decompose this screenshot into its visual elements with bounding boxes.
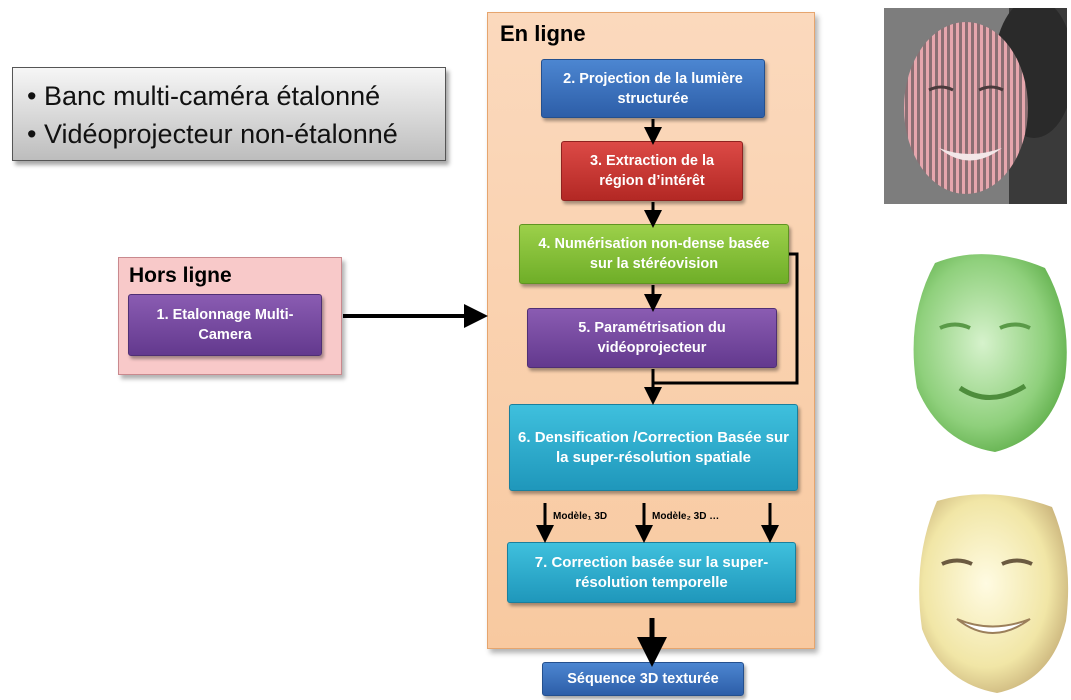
info-bullet-1: • Banc multi-caméra étalonné xyxy=(27,81,381,111)
arrow-4-bypass xyxy=(653,252,799,385)
face-mesh-drawing xyxy=(913,254,1067,452)
offline-box: Hors ligne 1. Etalonnage Multi-Camera xyxy=(118,257,342,375)
model-2-label: Modèle₂ 3D … xyxy=(652,511,720,522)
model-1-label: Modèle₁ 3D xyxy=(553,511,608,522)
face-textured-drawing xyxy=(919,494,1069,693)
info-box: • Banc multi-caméra étalonné • Vidéoproj… xyxy=(12,67,446,161)
step-1-calibration: 1. Etalonnage Multi-Camera xyxy=(128,294,322,356)
step-2-projection: 2. Projection de la lumière structurée xyxy=(541,59,765,118)
face-photo-structured-light-image xyxy=(884,8,1067,204)
output-sequence-3d: Séquence 3D texturée xyxy=(542,662,744,696)
step-5-parametrisation: 5. Paramétrisation du vidéoprojecteur xyxy=(527,308,777,368)
step-3-extraction: 3. Extraction de la région d’intérêt xyxy=(561,141,743,201)
step-7-temporal-correction: 7. Correction basée sur la super-résolut… xyxy=(507,542,796,603)
info-bullet-2-text: Vidéoprojecteur non-étalonné xyxy=(43,119,398,149)
offline-title: Hors ligne xyxy=(129,264,232,287)
info-bullet-1-text: Banc multi-caméra étalonné xyxy=(43,81,381,111)
info-bullet-2: • Vidéoprojecteur non-étalonné xyxy=(27,119,398,149)
face-photo-drawing xyxy=(884,8,1067,204)
online-title: En ligne xyxy=(500,21,586,46)
face-mesh-green-image xyxy=(905,248,1070,454)
face-textured-image xyxy=(912,489,1071,695)
step-6-densification: 6. Densification /Correction Basée sur l… xyxy=(509,404,798,491)
